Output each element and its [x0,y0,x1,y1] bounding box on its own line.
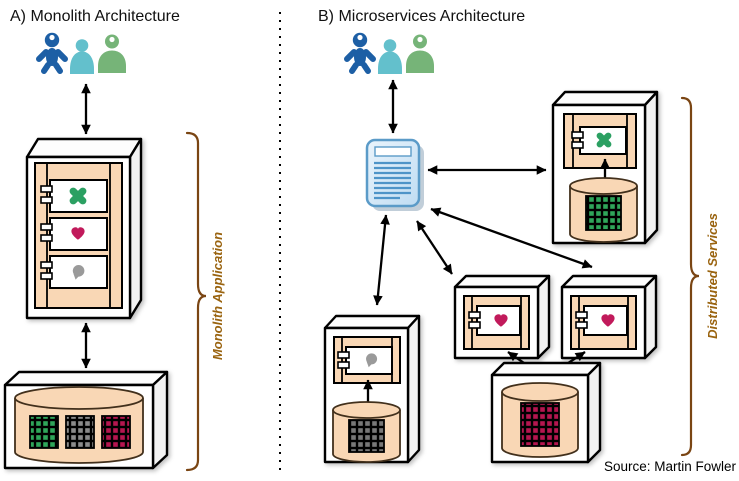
data-grid-green [29,415,59,449]
users-microservices [347,33,434,74]
arrow-gateway-heartservice1 [416,220,453,275]
monolith-brace-label: Monolith Application [210,232,225,360]
data-grid-gray [65,415,95,449]
x-service-db-cylinder [569,177,638,243]
shared-database-cylinder [501,382,579,458]
blob-service-card [337,346,393,375]
component-card-x [40,179,108,213]
distributed-services-brace [680,96,700,457]
blob-service-db-cylinder [332,401,401,463]
users-monolith [39,33,126,74]
component-card-heart [40,217,108,251]
arrow-gateway-blobservice [373,214,390,306]
component-card-blob [40,255,108,289]
monolith-brace [185,131,207,472]
api-gateway-document [365,138,424,211]
data-grid-crimson [101,415,131,449]
data-grid-darkgray [348,419,385,453]
x-component-icon [73,191,83,201]
arrow-gateway-heartservice2 [430,207,593,269]
data-grid-green [585,195,622,231]
heart-service-2-card [575,305,628,336]
distributed-services-label: Distributed Services [705,213,720,339]
heart-service-1-card [468,305,521,336]
monolith-title: A) Monolith Architecture [10,8,180,25]
source-credit: Source: Martin Fowler [604,459,737,474]
microservices-title: B) Microservices Architecture [318,8,525,25]
x-service-card [571,126,627,155]
monolith-database-cylinder [14,386,144,464]
x-component-icon [600,136,608,144]
data-grid-crimson [520,402,560,447]
document-lines [374,161,411,200]
document-titlebar [374,146,412,157]
